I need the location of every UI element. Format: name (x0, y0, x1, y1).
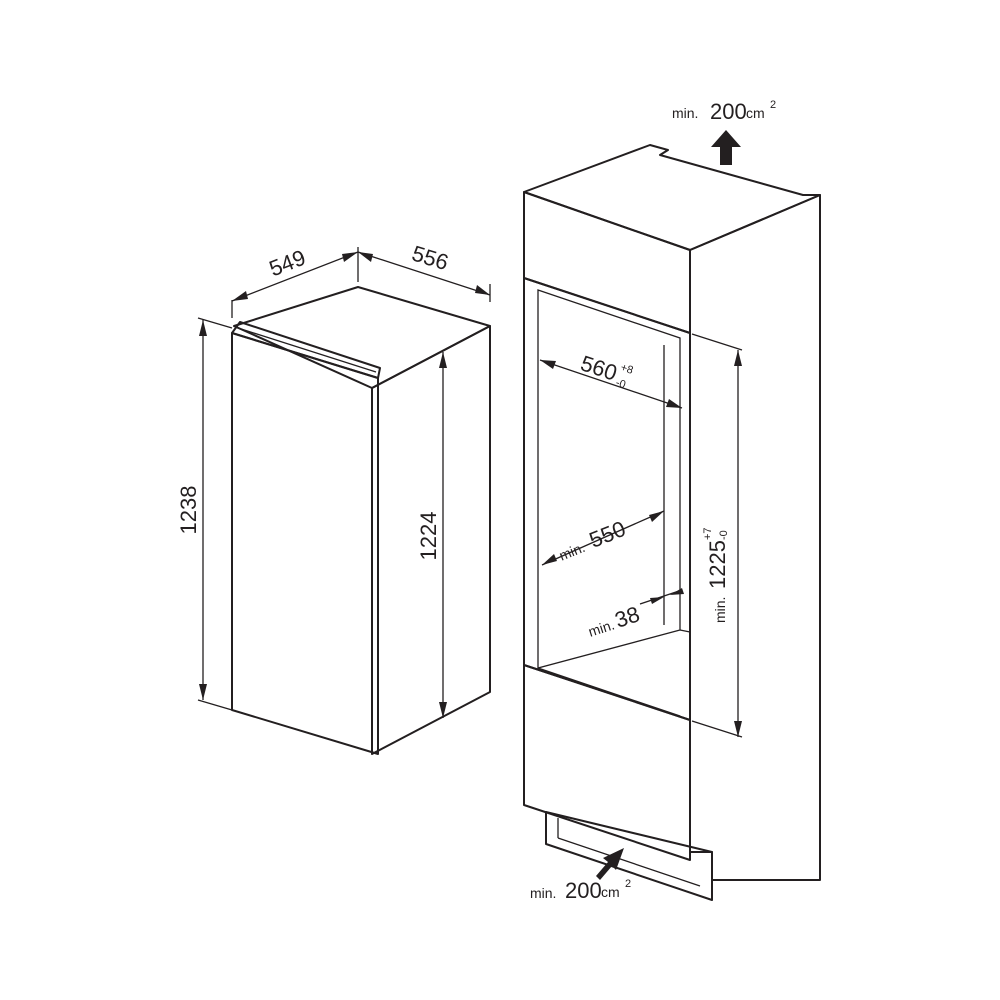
vent-top-arrow-icon (711, 130, 741, 165)
arrowhead (199, 684, 207, 700)
vent-top-unit: cm (746, 105, 765, 121)
appliance-door (231, 332, 379, 755)
vent-top-value: 200 (710, 99, 747, 124)
niche-height-value: 1225 (705, 540, 730, 589)
arrowhead (358, 252, 373, 262)
dimension-line-width (231, 251, 359, 302)
cabinet-drawing (523, 144, 821, 901)
dimension-niche-height: min. 1225 +7 -0 (691, 333, 743, 738)
dimension-height-1238: 1238 (176, 317, 233, 711)
door-edge-line (237, 327, 377, 373)
arrowhead (734, 721, 742, 737)
vent-top: min. 200 cm 2 (672, 99, 776, 165)
arrowhead (666, 399, 682, 408)
dimension-line-depth (357, 251, 491, 296)
vent-bottom: min. 200 cm 2 (530, 848, 631, 903)
niche-height-prefix: min. (712, 597, 728, 623)
arrowhead (650, 597, 664, 604)
dimension-height-1224: 1224 (416, 352, 447, 718)
niche-depth-value: 550 (586, 516, 629, 553)
arrowhead (342, 252, 358, 262)
vent-bottom-arrow-icon (596, 848, 624, 880)
dimension-label-depth: 556 (409, 241, 451, 276)
arrowhead (649, 511, 664, 522)
niche-width-value: 560 (578, 351, 621, 386)
min-38-value: 38 (612, 601, 643, 632)
arrowhead (439, 352, 447, 368)
cabinet-lower-block (523, 664, 691, 861)
niche-back-edge (679, 629, 691, 633)
dimension-line-niche-width (539, 359, 683, 409)
niche-width-tol-minus: -0 (614, 377, 627, 391)
vent-bottom-exponent: 2 (625, 878, 631, 890)
extension-line (691, 720, 743, 738)
extension-line (197, 317, 233, 329)
appliance-door-top-edge (231, 321, 381, 379)
arrowhead (670, 588, 684, 595)
vent-top-exponent: 2 (770, 99, 776, 111)
arrowhead (232, 291, 248, 301)
dimension-label-width: 549 (266, 245, 309, 281)
arrowhead (734, 350, 742, 366)
dimension-niche-width: 560 +8 -0 (539, 351, 683, 409)
arrowhead (540, 360, 556, 369)
arrowhead (439, 702, 447, 718)
cabinet-upper-block (523, 191, 691, 334)
min-38-prefix: min. (586, 616, 616, 639)
extension-line (691, 333, 743, 351)
dimension-line-niche-depth (541, 510, 665, 566)
arrowhead (542, 554, 557, 565)
arrowhead (475, 285, 490, 295)
vent-bottom-prefix: min. (530, 885, 556, 901)
base-recess-inner (557, 837, 701, 887)
dimension-min-38: min. 38 (586, 588, 684, 640)
appliance-drawing (231, 286, 491, 755)
extension-line (197, 699, 233, 711)
cabinet-top-panel (523, 144, 821, 251)
niche-height-tol-plus: +7 (702, 527, 714, 540)
cabinet-base-recess (545, 811, 713, 901)
dimension-niche-depth: min. 550 (541, 510, 665, 566)
niche-depth-prefix: min. (557, 539, 588, 564)
vent-bottom-unit: cm (601, 884, 620, 900)
dimension-label-height-body: 1224 (416, 512, 441, 561)
niche-opening-frame (523, 277, 691, 721)
appliance-top (233, 286, 491, 389)
dimension-label-height-total: 1238 (176, 486, 201, 535)
vent-bottom-value: 200 (565, 878, 602, 903)
vent-top-prefix: min. (672, 105, 698, 121)
arrowhead (199, 320, 207, 336)
niche-opening-inner (537, 289, 681, 669)
dimension-depth-556: 556 (357, 241, 491, 302)
niche-width-tol-plus: +8 (619, 362, 635, 377)
niche-height-tol-minus: -0 (718, 530, 730, 540)
